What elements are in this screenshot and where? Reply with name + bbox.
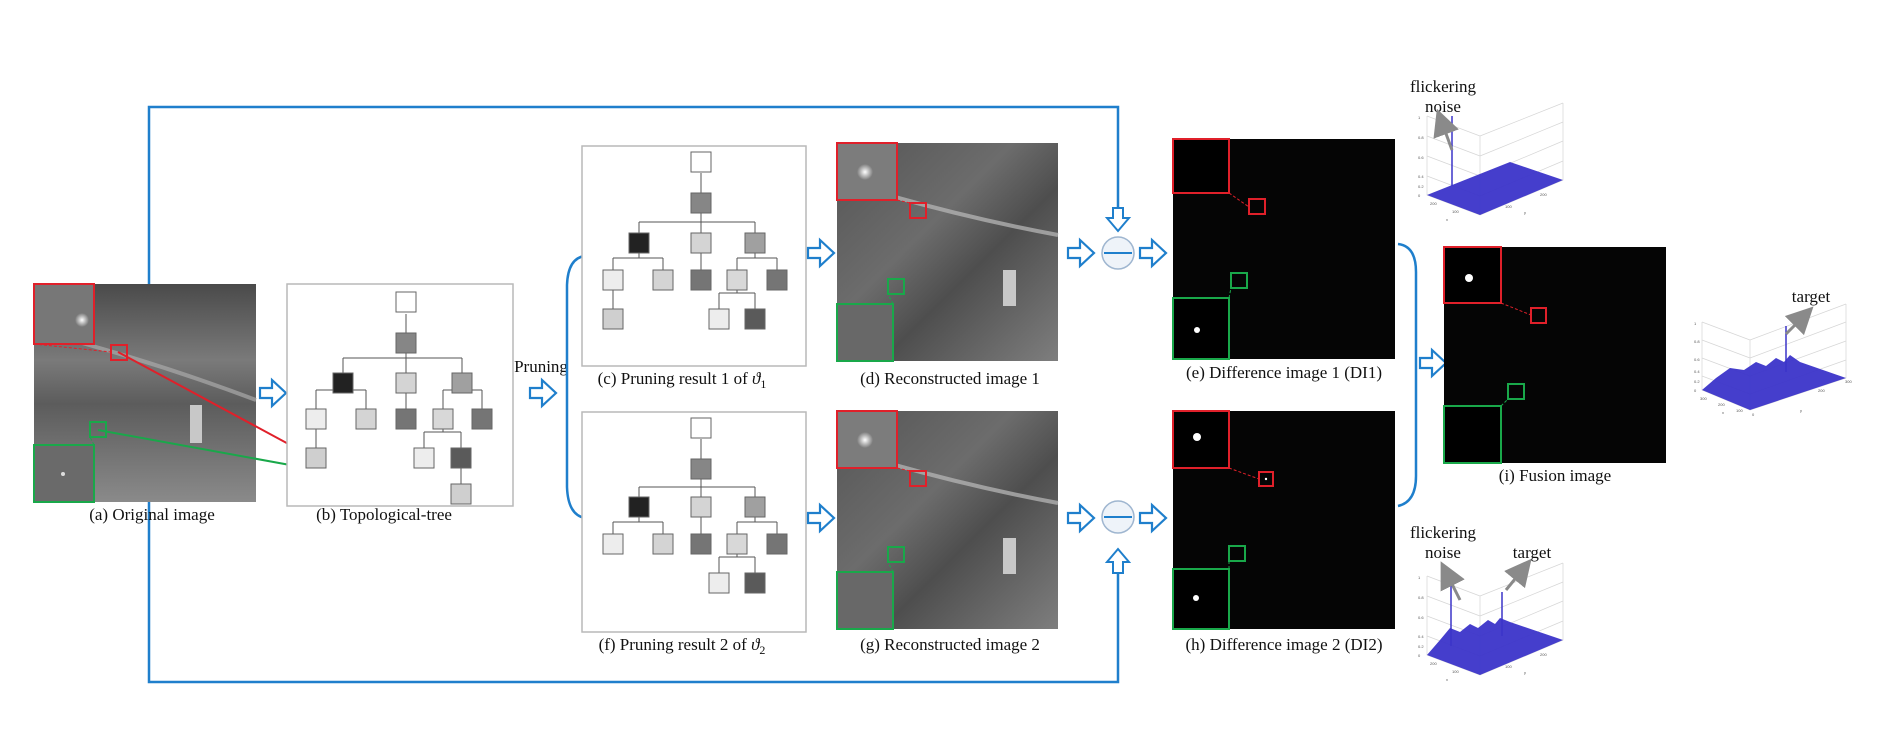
bottom-tick-1: 0.8 xyxy=(1418,595,1424,600)
right-tick-2: 0.6 xyxy=(1694,357,1700,362)
right-tick-8: 100 xyxy=(1736,408,1743,413)
target-right-arrow xyxy=(1784,306,1814,336)
bottom-tick-2: 0.6 xyxy=(1418,615,1424,620)
top-tick-4: 0.2 xyxy=(1418,184,1424,189)
arrow-minus-to-h-icon xyxy=(1138,502,1168,534)
caption-b: (b) Topological-tree xyxy=(316,505,452,524)
difference-image-1 xyxy=(1172,138,1395,360)
caption-c: (c) Pruning result 1 of ϑ1 xyxy=(598,369,767,391)
right-tick-1: 0.8 xyxy=(1694,339,1700,344)
pruning-result-1 xyxy=(581,145,807,367)
top-tick-10: x xyxy=(1446,217,1448,222)
top-tick-2: 0.6 xyxy=(1418,155,1424,160)
bottom-tick-11: y xyxy=(1524,670,1526,675)
top-tick-1: 0.8 xyxy=(1418,135,1424,140)
bottom-tick-4: 0.2 xyxy=(1418,644,1424,649)
surface-plot-top xyxy=(1426,102,1564,216)
target-bottom-arrow xyxy=(1504,558,1532,591)
top-tick-9: 100 xyxy=(1505,204,1512,209)
bottom-tick-7: 100 xyxy=(1452,669,1459,674)
surface-plot-bottom xyxy=(1426,562,1564,676)
arrow-minus-to-e-icon xyxy=(1138,237,1168,269)
original-image xyxy=(33,283,257,503)
right-tick-7: 200 xyxy=(1718,402,1725,407)
arrow-to-fusion-icon xyxy=(1418,347,1448,379)
bottom-tick-10: x xyxy=(1446,677,1448,682)
arrow-down-into-minus-icon xyxy=(1104,207,1132,233)
pruning-label: Pruning xyxy=(514,357,568,376)
arrow-a-to-b-icon xyxy=(258,377,288,409)
right-tick-5: 0 xyxy=(1694,388,1697,393)
arrow-c-to-d-icon xyxy=(806,237,836,269)
caption-a: (a) Original image xyxy=(89,505,215,524)
right-tick-4: 0.2 xyxy=(1694,379,1700,384)
bottom-tick-6: 200 xyxy=(1430,661,1437,666)
caption-h: (h) Difference image 2 (DI2) xyxy=(1186,635,1383,654)
right-tick-10: 200 xyxy=(1818,388,1825,393)
bottom-tick-0: 1 xyxy=(1418,575,1421,580)
right-tick-12: x xyxy=(1722,410,1724,415)
arrow-f-to-g-icon xyxy=(806,502,836,534)
difference-image-2 xyxy=(1172,410,1395,630)
bottom-tick-5: 0 xyxy=(1418,653,1421,658)
bottom-tick-3: 0.4 xyxy=(1418,634,1424,639)
caption-i: (i) Fusion image xyxy=(1499,466,1611,485)
top-flow-line xyxy=(147,105,1120,284)
flickering-noise-top-line1: flickering xyxy=(1410,77,1477,96)
right-brace xyxy=(1397,242,1418,508)
caption-d: (d) Reconstructed image 1 xyxy=(860,369,1040,388)
caption-g: (g) Reconstructed image 2 xyxy=(860,635,1040,654)
arrow-d-to-minus-icon xyxy=(1066,237,1096,269)
top-tick-6: 200 xyxy=(1430,201,1437,206)
top-tick-11: y xyxy=(1524,210,1526,215)
right-tick-13: y xyxy=(1800,408,1802,413)
arrow-g-to-minus-icon xyxy=(1066,502,1096,534)
flickering-noise-bottom-line1: flickering xyxy=(1410,523,1477,542)
caption-e: (e) Difference image 1 (DI1) xyxy=(1186,363,1382,382)
right-tick-0: 1 xyxy=(1694,321,1697,326)
flickering-noise-top-arrow xyxy=(1433,108,1459,151)
right-tick-9: 0 xyxy=(1752,412,1755,417)
right-tick-6: 300 xyxy=(1700,396,1707,401)
reconstructed-image-2 xyxy=(836,410,1059,630)
flickering-noise-bottom-line2: noise xyxy=(1425,543,1461,562)
reconstructed-image-1 xyxy=(836,142,1059,362)
top-tick-3: 0.4 xyxy=(1418,174,1424,179)
bottom-tick-8: 200 xyxy=(1540,652,1547,657)
flickering-noise-top-line2: noise xyxy=(1425,97,1461,116)
right-tick-11: 300 xyxy=(1845,379,1852,384)
target-right-label: target xyxy=(1792,287,1831,306)
surface-plot-right xyxy=(1701,303,1847,411)
caption-f: (f) Pruning result 2 of ϑ2 xyxy=(599,635,766,657)
flickering-noise-bottom-arrow xyxy=(1440,561,1465,601)
left-brace xyxy=(565,254,586,520)
top-tick-0: 1 xyxy=(1418,115,1421,120)
right-tick-3: 0.4 xyxy=(1694,369,1700,374)
bottom-tick-9: 100 xyxy=(1505,664,1512,669)
bottom-flow-line xyxy=(147,502,1120,684)
minus-operator-2-icon xyxy=(1101,500,1135,534)
target-bottom-label: target xyxy=(1513,543,1552,562)
pruning-result-2 xyxy=(581,411,807,633)
minus-operator-1-icon xyxy=(1101,236,1135,270)
arrow-pruning-icon xyxy=(528,377,558,409)
top-tick-7: 100 xyxy=(1452,209,1459,214)
fusion-image xyxy=(1443,246,1666,464)
red-link-arrow xyxy=(117,351,309,455)
top-tick-5: 0 xyxy=(1418,193,1421,198)
top-tick-8: 200 xyxy=(1540,192,1547,197)
topological-tree xyxy=(286,283,514,507)
arrow-up-into-minus-icon xyxy=(1104,547,1132,574)
